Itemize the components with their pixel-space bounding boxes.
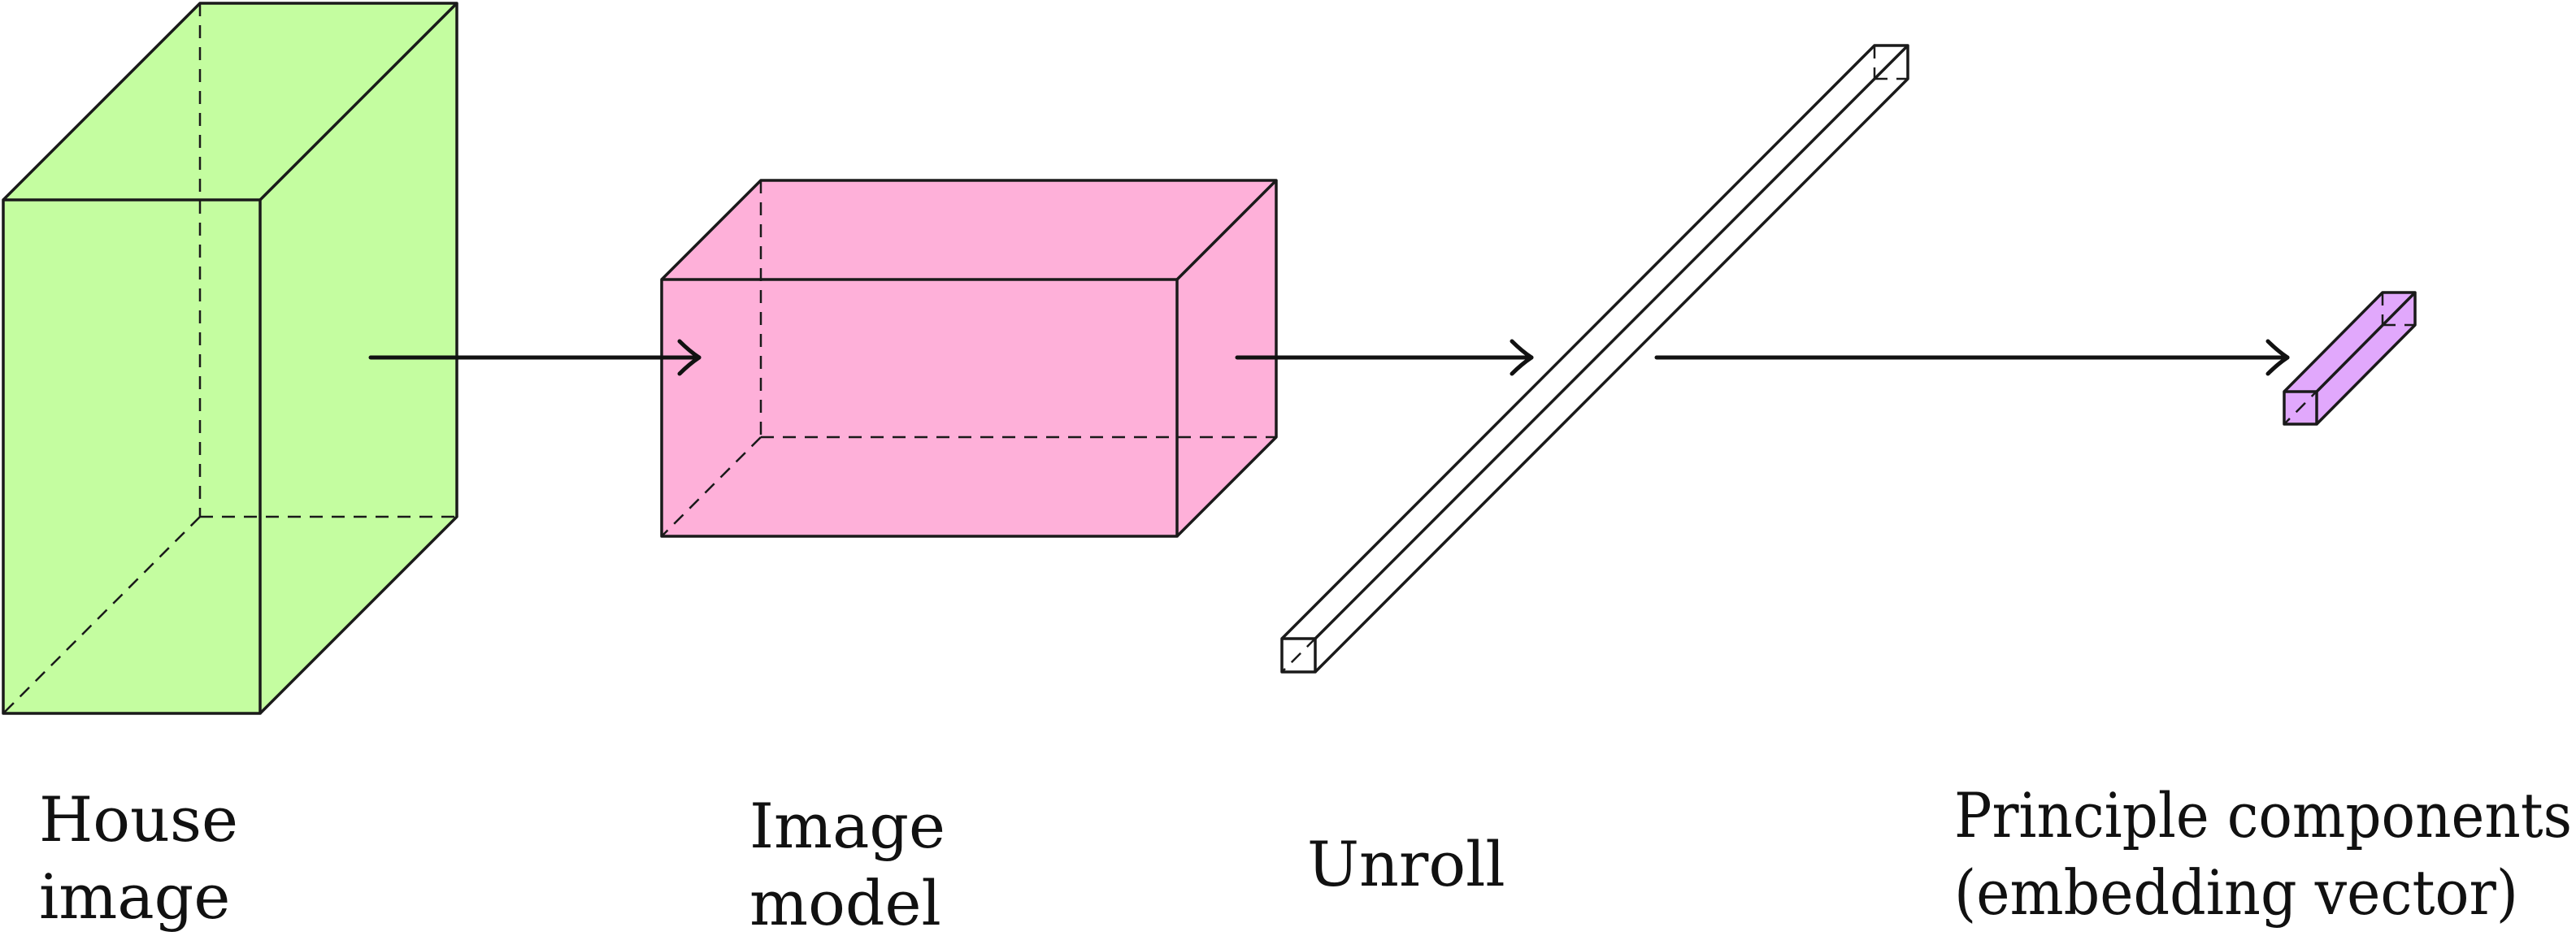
image-model-label-line1: Image	[749, 790, 945, 862]
arrow-model-to-unroll	[1235, 339, 1534, 376]
image-model-front-face	[662, 280, 1177, 536]
unroll-rod-top-face	[1282, 46, 1908, 639]
house-image-box	[2, 2, 458, 715]
image-model-side-face	[1177, 180, 1276, 536]
house-image-label-line1: House	[39, 783, 238, 856]
house-image-top-face	[3, 3, 457, 200]
unroll-rod-side-face	[1315, 46, 1908, 672]
arrow-house-to-model	[368, 339, 702, 376]
image-model-top-face	[662, 180, 1276, 280]
image-model-label-line2: model	[749, 867, 941, 936]
unroll-label: Unroll	[1307, 828, 1505, 900]
house-image-front-face	[3, 200, 260, 713]
image-model-box	[660, 179, 1278, 538]
arrow-unroll-to-embedding	[1654, 339, 2290, 376]
embedding-vector-bar	[2283, 291, 2417, 426]
house-image-label-line2: image	[39, 860, 230, 933]
principle-components-label-line1: Principle components	[1954, 779, 2572, 852]
house-image-side-face	[260, 3, 457, 713]
unroll-rod	[1280, 44, 1909, 674]
principle-components-label-line2: (embedding vector)	[1954, 856, 2518, 929]
